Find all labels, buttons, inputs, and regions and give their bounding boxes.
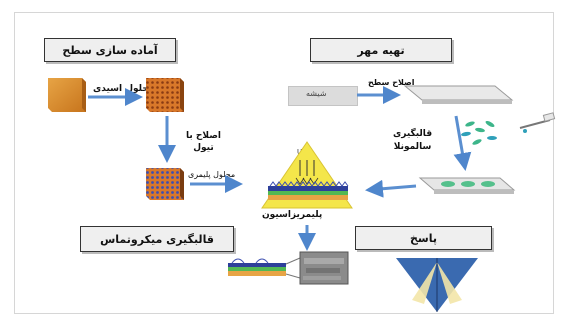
polymer-solution-label: محلول پلیمری bbox=[188, 170, 236, 179]
stamp-slide bbox=[403, 85, 514, 104]
pipette-icon bbox=[519, 112, 556, 133]
salmonella-molding-label: قالبگیری سالمونلا bbox=[393, 129, 433, 152]
response-sensor bbox=[396, 258, 478, 312]
salmonella-bacteria bbox=[461, 120, 497, 145]
polymerization-label: پلیمریزاسیون bbox=[262, 210, 323, 220]
surface-modify-label: اصلاح سطح bbox=[368, 78, 415, 87]
bacteria-stamp bbox=[418, 177, 516, 194]
stamp-prep-title: تهیه مهر bbox=[310, 38, 452, 62]
modify-thiol-label: اصلاح با تیول bbox=[186, 131, 221, 153]
response-title: پاسخ bbox=[355, 226, 492, 250]
acid-treated-plate bbox=[146, 78, 184, 112]
gold-plate bbox=[48, 78, 86, 112]
imprinted-surface bbox=[228, 257, 301, 279]
acid-solution-label: محلول اسیدی bbox=[93, 84, 155, 94]
surface-prep-title: آماده سازی سطح bbox=[44, 38, 176, 62]
polymer-layer bbox=[268, 181, 349, 200]
glass-label: شیشه bbox=[306, 89, 327, 98]
flow-arrows bbox=[88, 86, 472, 251]
sem-image bbox=[299, 251, 349, 285]
thiol-modified-plate bbox=[146, 168, 184, 200]
microcontact-title: قالبگیری میکروتماس bbox=[80, 226, 234, 252]
